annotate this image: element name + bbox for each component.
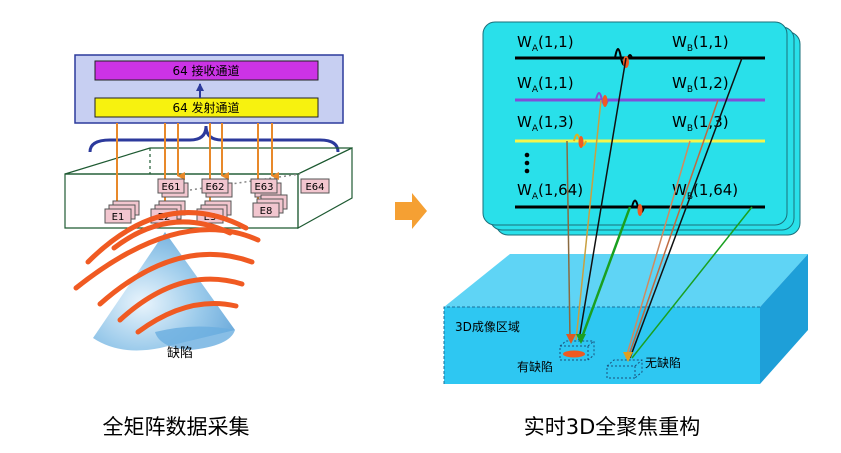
transmit-channel-bar: 64 发射通道	[94, 97, 319, 118]
probe-array-box	[64, 147, 353, 230]
wb-label-64: WB(1,64)	[672, 181, 738, 202]
ultrasonic-waves	[73, 210, 261, 335]
weight-labels: WA(1,1) WB(1,1) WA(1,1) WB(1,2) WA(1,3) …	[517, 33, 738, 202]
svg-text:E62: E62	[205, 182, 224, 193]
wa-label-2: WA(1,1)	[517, 74, 574, 95]
signal-panel	[482, 21, 788, 226]
element-row-bottom: E1 E2 E3 E8	[104, 194, 288, 224]
process-arrow	[395, 193, 427, 229]
element-E1: E1	[104, 200, 140, 224]
defect-box	[559, 340, 595, 361]
svg-text:E61: E61	[161, 182, 180, 193]
element-E63: E63	[250, 178, 282, 198]
transmit-channel-label: 64 发射通道	[172, 100, 239, 115]
element-E8: E8	[252, 194, 288, 218]
no-defect-box	[606, 359, 643, 379]
svg-text:E3: E3	[204, 212, 217, 223]
channel-brace	[88, 125, 340, 153]
imaging-region-label: 3D成像区域	[455, 320, 520, 334]
right-caption: 实时3D全聚焦重构	[524, 415, 701, 439]
wa-label-64: WA(1,64)	[517, 181, 583, 202]
with-defect-label: 有缺陷	[517, 359, 553, 374]
element-E61: E61	[157, 178, 189, 198]
element-E64: E64	[300, 178, 330, 194]
element-connection-lines	[116, 123, 279, 202]
defect-label: 缺陷	[167, 346, 193, 361]
focus-arrowheads	[566, 334, 633, 362]
svg-text:E64: E64	[305, 182, 324, 193]
no-defect-label: 无缺陷	[645, 355, 681, 370]
wa-label-3: WA(1,3)	[517, 113, 574, 134]
element-E62: E62	[201, 178, 233, 198]
receive-channel-label: 64 接收通道	[172, 63, 239, 78]
wb-label-2: WB(1,2)	[672, 74, 729, 95]
element-row-dots	[189, 173, 301, 191]
projection-lines	[566, 57, 753, 359]
ellipsis-dots	[524, 152, 530, 174]
imaging-region-box	[443, 254, 808, 384]
wa-label-1: WA(1,1)	[517, 33, 574, 54]
receive-channel-bar: 64 接收通道	[94, 60, 319, 81]
left-caption: 全矩阵数据采集	[103, 415, 250, 439]
defect-marker	[563, 350, 585, 358]
svg-text:E63: E63	[254, 182, 273, 193]
wb-label-1: WB(1,1)	[672, 33, 729, 54]
svg-text:E1: E1	[112, 212, 125, 223]
svg-text:E8: E8	[260, 206, 273, 217]
element-row-top: E61 E62 E63 E64	[157, 178, 330, 198]
